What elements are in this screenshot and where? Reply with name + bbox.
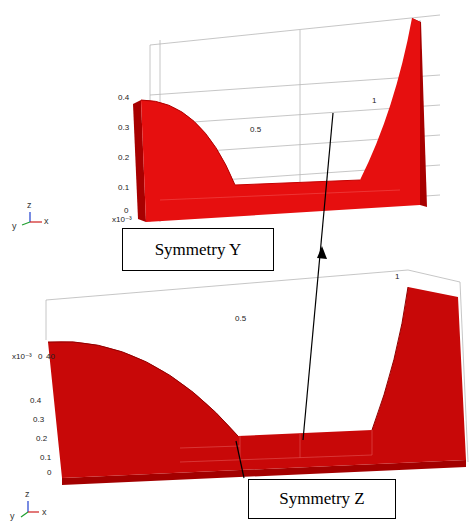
callout-text: Symmetry Z: [279, 489, 364, 509]
tick-label: 0.3: [33, 415, 44, 425]
tick-label: 0: [38, 352, 42, 362]
callout-box: Symmetry Y: [122, 228, 274, 271]
tick-label: 0.1: [40, 453, 51, 463]
callout-box: Symmetry Z: [248, 479, 396, 519]
axis-letter: z: [25, 489, 30, 499]
leader-arrowhead: [317, 246, 327, 259]
tick-label: 0.3: [118, 123, 129, 133]
tick-label: 0.1: [118, 183, 129, 193]
axis-triad: [21, 501, 39, 517]
tick-label: 0.5: [250, 125, 261, 135]
tick-label: x10⁻³: [12, 352, 32, 362]
tick-label: 0.4: [30, 396, 41, 406]
tick-label: 1: [395, 272, 399, 282]
tick-label: 0.2: [36, 434, 47, 444]
tick-label: 0.2: [118, 153, 129, 163]
bottom-solid: [48, 287, 466, 485]
tick-label: 0.4: [118, 93, 129, 103]
axis-letter: y: [12, 221, 17, 231]
tick-label: 0: [124, 206, 128, 216]
tick-label: x10⁻³: [112, 215, 132, 225]
leader-line: [236, 113, 333, 478]
tick-label: 40: [46, 352, 55, 362]
axis-letter: x: [42, 507, 47, 517]
callout-text: Symmetry Y: [155, 240, 242, 260]
axis-letter: y: [10, 511, 15, 521]
tick-label: 1: [372, 96, 376, 106]
axis-triad: [22, 212, 42, 225]
axis-letter: z: [27, 200, 32, 210]
tick-label: 0.5: [235, 314, 246, 324]
axis-letter: x: [44, 216, 49, 226]
top-solid: [133, 18, 427, 222]
tick-label: 0: [47, 468, 51, 478]
